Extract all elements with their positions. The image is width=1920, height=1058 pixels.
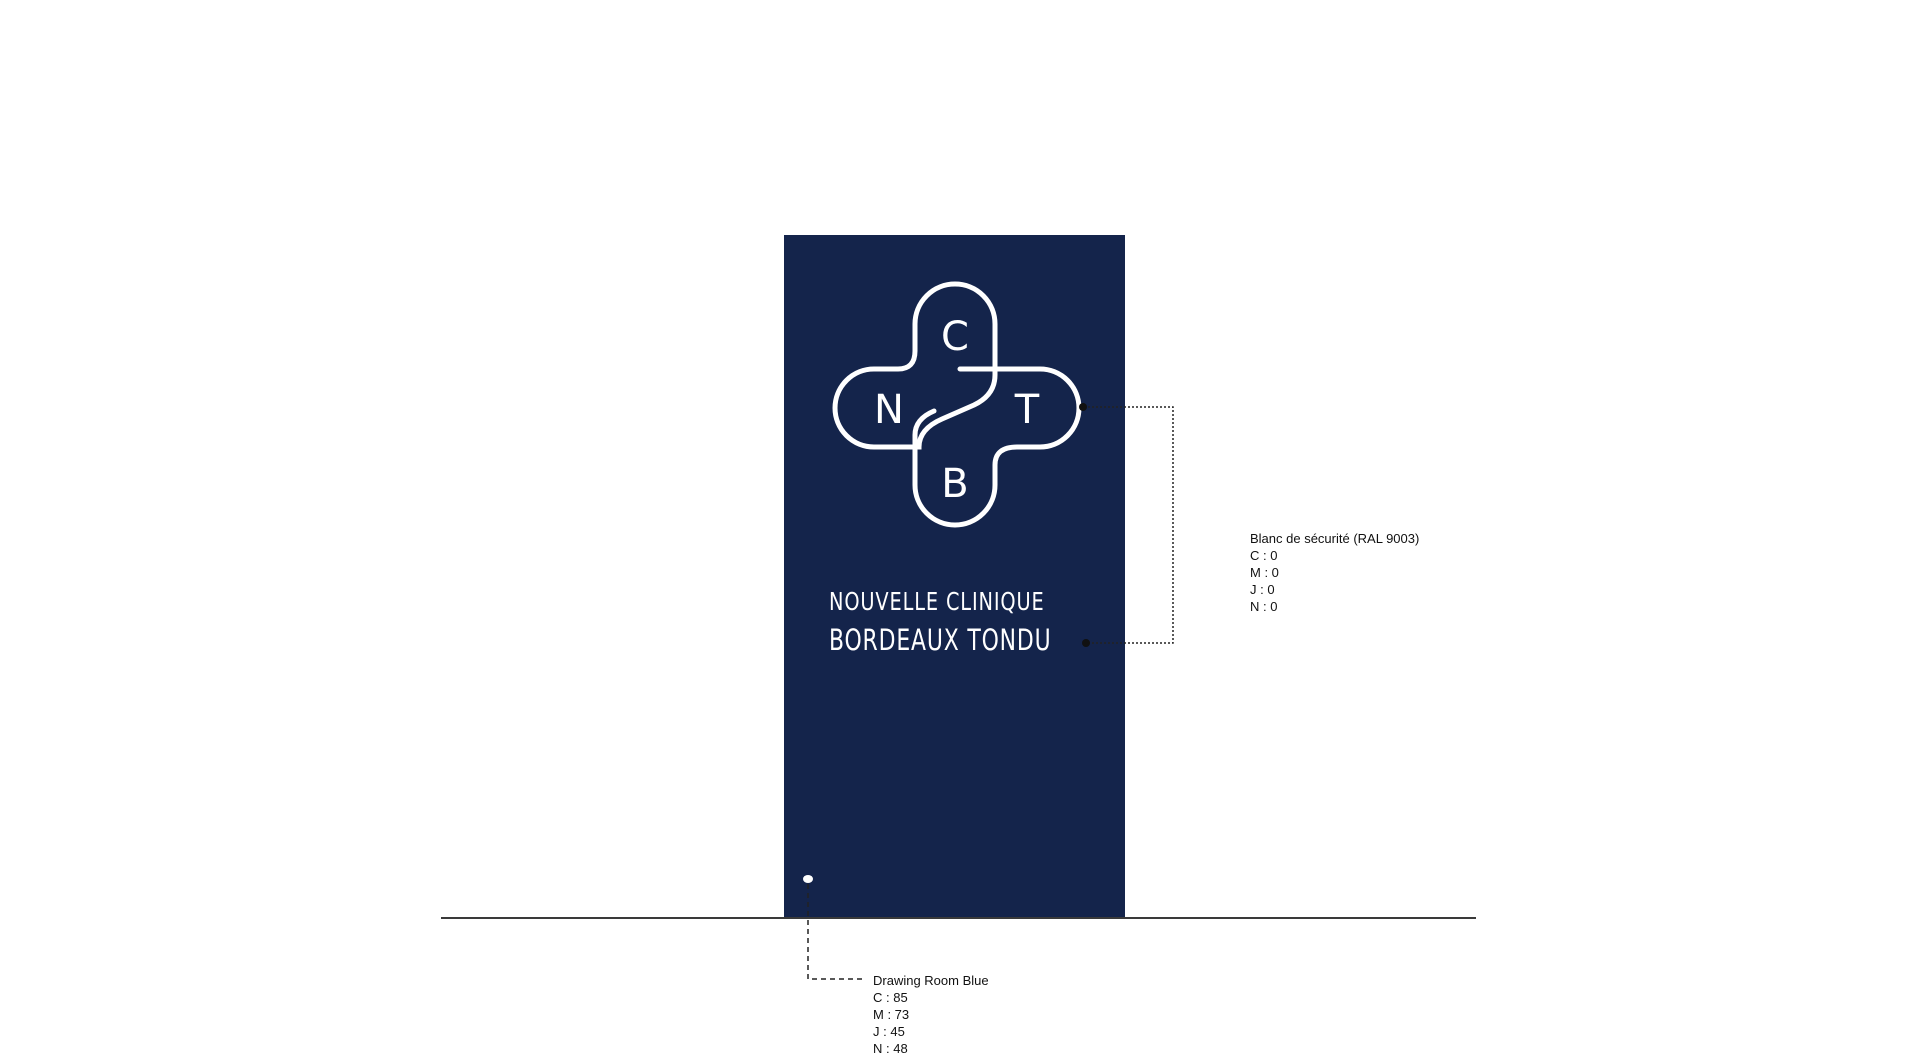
spec-blue-m: M : 73: [873, 1007, 910, 1022]
ground-line: [441, 917, 1476, 919]
sign-panel: C N T B NOUVELLE CLINIQUE BORDEAUX TONDU: [784, 235, 1125, 918]
logo-letter-b: B: [941, 461, 968, 507]
spec-blue-color: Drawing Room Blue C : 85 M : 73 J : 45 N…: [873, 972, 989, 1057]
clinic-name-line1: NOUVELLE CLINIQUE: [829, 587, 1045, 616]
spec-blue-n: N : 48: [873, 1041, 908, 1056]
spec-white-title: Blanc de sécurité (RAL 9003): [1250, 531, 1420, 546]
clinic-name-line2: BORDEAUX TONDU: [829, 623, 1052, 657]
spec-blue-c: C : 85: [873, 990, 908, 1005]
logo-letter-t: T: [1014, 387, 1040, 433]
spec-white-j: J : 0: [1250, 582, 1275, 597]
leader-dot-logo: [1079, 403, 1087, 411]
leader-dot-text: [1082, 639, 1090, 647]
leader-dot-panel: [803, 875, 813, 883]
logo-letter-c: C: [941, 314, 969, 360]
spec-blue-j: J : 45: [873, 1024, 905, 1039]
logo-letter-n: N: [874, 387, 904, 433]
spec-white-n: N : 0: [1250, 599, 1278, 614]
spec-blue-title: Drawing Room Blue: [873, 973, 989, 988]
spec-white-m: M : 0: [1250, 565, 1279, 580]
spec-white-c: C : 0: [1250, 548, 1278, 563]
spec-white-color: Blanc de sécurité (RAL 9003) C : 0 M : 0…: [1250, 530, 1419, 615]
clinic-cross-logo-icon: C N T B: [832, 281, 1082, 528]
